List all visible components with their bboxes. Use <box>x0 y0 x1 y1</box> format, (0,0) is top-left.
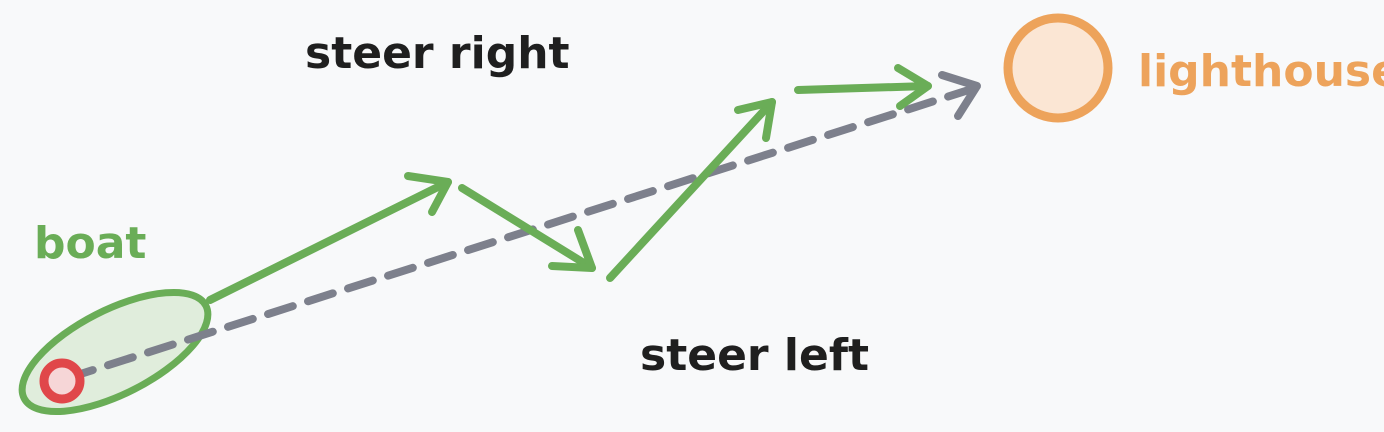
steer-segment-3-arrowhead <box>734 98 776 142</box>
steer-left-label: steer left <box>640 330 869 381</box>
steer-segment-2 <box>458 184 596 272</box>
steer-segment-1-arrowhead <box>404 172 452 216</box>
lighthouse-circle <box>1003 13 1113 123</box>
boat-ellipse <box>18 288 212 416</box>
steering-path <box>206 64 932 304</box>
direct-course-dashed-line <box>64 84 979 382</box>
boat-label: boat <box>34 218 146 269</box>
steer-segment-4-arrowhead <box>894 64 932 110</box>
steer-right-label: steer right <box>305 28 570 79</box>
steer-segment-1 <box>206 178 452 304</box>
steer-segment-3 <box>606 98 776 282</box>
steer-segment-2-arrowhead <box>548 226 596 272</box>
steer-segment-4 <box>794 82 932 94</box>
direct-course-arrowhead <box>938 71 981 120</box>
boat-position-dot <box>39 358 85 404</box>
lighthouse-label: lighthouse <box>1138 46 1384 97</box>
